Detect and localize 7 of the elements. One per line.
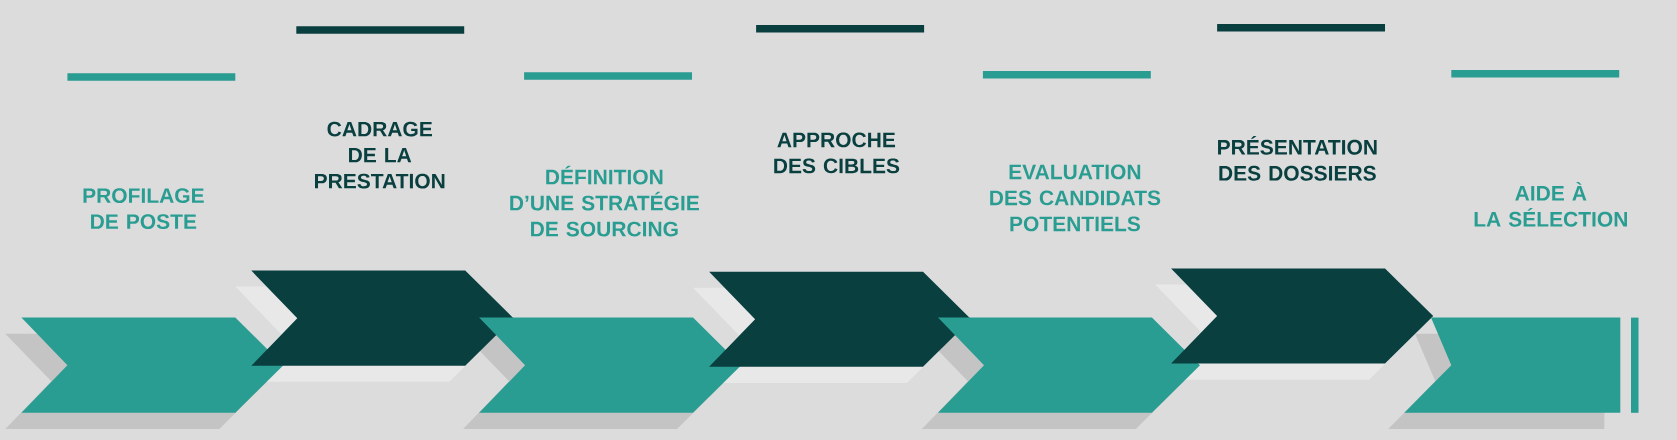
step-label: CADRAGE DE LA PRESTATION	[315, 121, 445, 189]
step-label: PRÉSENTATION DES DOSSIERS	[1218, 135, 1377, 181]
step-label: EVALUATION DES CANDIDATS POTENTIELS	[990, 164, 1161, 232]
step-label: APPROCHE DES CIBLES	[774, 132, 900, 174]
step-label: PROFILAGE DE POSTE	[83, 188, 204, 230]
step-label: AIDE À LA SÉLECTION	[1474, 181, 1627, 227]
step-label: DÉFINITION D’UNE STRATÉGIE DE SOURCING	[510, 165, 699, 237]
